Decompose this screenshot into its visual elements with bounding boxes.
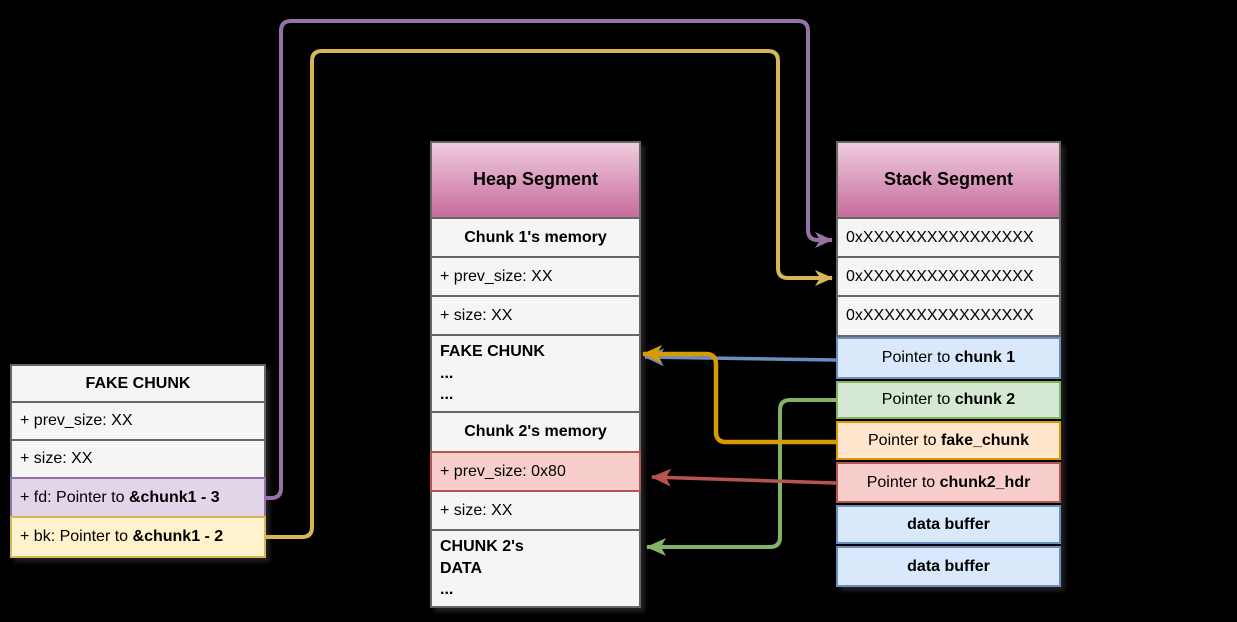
stack-segment-title: Stack Segment [883,169,1014,190]
row-heap-prev-size: + prev_size: XX [430,256,641,297]
row-line: ... [440,386,454,404]
row-label: data buffer [907,557,990,575]
row-label: + prev_size: XX [440,267,553,285]
row-pointer-chunk2: Pointer to chunk 2 [836,381,1061,419]
row-label: + size: XX [20,450,93,468]
row-label-strong: chunk 2 [954,391,1016,409]
row-label: 0xXXXXXXXXXXXXXXXX [846,228,1034,246]
row-heap-fake-chunk: FAKE CHUNK ... ... [430,334,641,413]
row-pointer-chunk2-hdr: Pointer to chunk2_hdr [836,462,1061,503]
row-line: FAKE CHUNK [440,343,545,361]
heap-segment-table: Heap Segment Chunk 1's memory + prev_siz… [430,141,641,608]
table-header: FAKE CHUNK [10,364,266,403]
row-label: 0xXXXXXXXXXXXXXXXX [846,307,1034,325]
row-chunk2-memory: Chunk 2's memory [430,411,641,453]
row-data-buffer-2: data buffer [836,546,1061,587]
row-heap-size2: + size: XX [430,490,641,531]
row-label: Chunk 1's memory [464,228,607,246]
row-label: + size: XX [440,501,513,519]
row-label: + prev_size: 0x80 [440,462,566,480]
row-line: DATA [440,559,483,577]
row-stack-slot-2: 0xXXXXXXXXXXXXXXXX [836,256,1061,297]
row-label: Pointer to [868,431,941,449]
row-line: CHUNK 2's [440,538,524,556]
table-header: Stack Segment [836,141,1061,219]
row-stack-slot-3: 0xXXXXXXXXXXXXXXXX [836,295,1061,337]
row-label: + size: XX [440,306,513,324]
row-label-strong: chunk 1 [954,349,1016,367]
row-label: + prev_size: XX [20,412,133,430]
row-fake-prev-size: + prev_size: XX [10,401,266,441]
row-pointer-fake-chunk: Pointer to fake_chunk [836,421,1061,460]
row-label: Pointer to [866,473,940,491]
table-header: Heap Segment [430,141,641,219]
arrow-pointer-chunk2-to-chunk2-data [646,398,836,556]
fake-chunk-title: FAKE CHUNK [85,374,191,392]
row-label: 0xXXXXXXXXXXXXXXXX [846,267,1034,285]
row-heap-prev-size-0x80: + prev_size: 0x80 [430,451,641,492]
fake-chunk-table: FAKE CHUNK + prev_size: XX + size: XX + … [10,364,266,558]
row-label: Pointer to [881,349,955,367]
heap-segment-title: Heap Segment [472,169,599,190]
row-label: + fd: Pointer to [20,488,129,506]
row-label-strong: fake_chunk [940,431,1029,449]
arrow-pointer-chunk1-to-fake-chunk [644,348,837,367]
row-fd-pointer: + fd: Pointer to &chunk1 - 3 [10,477,266,518]
row-line: ... [440,364,454,382]
row-label-strong: &chunk1 - 3 [128,488,220,506]
row-bk-pointer: + bk: Pointer to &chunk1 - 2 [10,516,266,558]
row-label-strong: &chunk1 - 2 [132,528,224,546]
stack-segment-table: Stack Segment 0xXXXXXXXXXXXXXXXX 0xXXXXX… [836,141,1061,587]
row-line: ... [440,581,454,599]
arrow-pointer-fake-chunk-to-fake-chunk [642,345,836,445]
row-label: Chunk 2's memory [464,423,607,441]
row-chunk1-memory: Chunk 1's memory [430,217,641,258]
row-fake-size: + size: XX [10,439,266,479]
row-label: + bk: Pointer to [20,528,133,546]
row-label-strong: chunk2_hdr [939,473,1031,491]
row-pointer-chunk1: Pointer to chunk 1 [836,337,1061,379]
row-chunk2-data: CHUNK 2's DATA ... [430,529,641,608]
row-heap-size: + size: XX [430,295,641,336]
row-stack-slot-1: 0xXXXXXXXXXXXXXXXX [836,217,1061,258]
arrow-pointer-chunk2hdr-to-prev-size [651,468,837,487]
row-data-buffer-1: data buffer [836,505,1061,544]
row-label: data buffer [907,515,990,533]
row-label: Pointer to [881,391,955,409]
